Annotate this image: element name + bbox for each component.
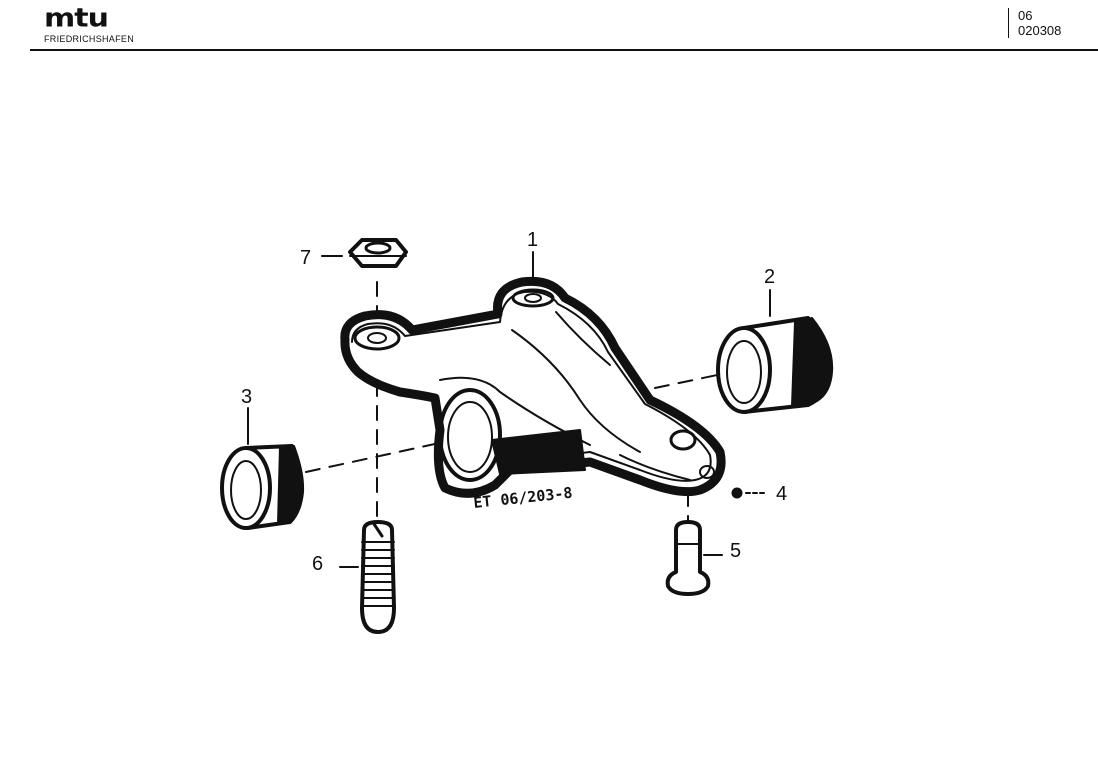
mtu-logo: mtu FRIEDRICHSHAFEN	[44, 6, 134, 44]
rocker-arm-body	[340, 276, 726, 498]
adjusting-screw	[339, 520, 396, 634]
header-rule	[30, 49, 1098, 51]
callout-7: 7	[300, 247, 311, 269]
hex-nut	[321, 238, 408, 268]
document-reference: 06 020308	[1008, 8, 1061, 38]
logo-wordmark: mtu	[44, 3, 109, 34]
pressure-pin	[665, 520, 723, 596]
logo-subtitle: FRIEDRICHSHAFEN	[44, 34, 135, 44]
callout-3: 3	[241, 386, 252, 408]
callout-4: 4	[776, 483, 787, 505]
drawing-number: 020308	[1018, 23, 1062, 38]
page-header: mtu FRIEDRICHSHAFEN 06 020308	[0, 0, 1098, 52]
callout-2: 2	[764, 266, 775, 288]
bushing-left	[220, 444, 305, 530]
ball-part	[731, 487, 767, 499]
bushing-right	[716, 316, 834, 414]
callout-6: 6	[312, 553, 323, 575]
section-number: 06	[1018, 8, 1033, 23]
callout-1: 1	[527, 229, 538, 251]
callout-5: 5	[730, 540, 741, 562]
